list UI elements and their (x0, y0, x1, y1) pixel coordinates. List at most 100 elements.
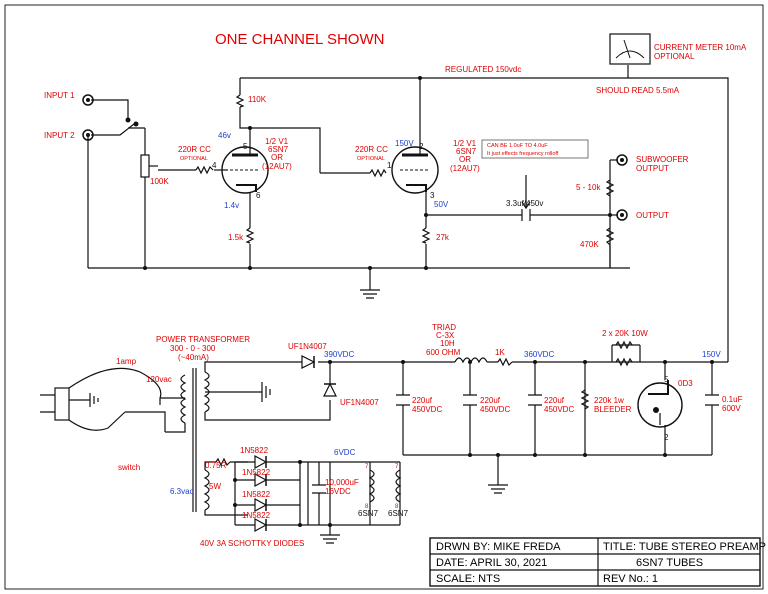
cc1-label: 220R CC (178, 145, 211, 154)
r-20k-a (615, 340, 633, 350)
schottky-label-1: 1N5822 (240, 446, 269, 455)
c2-label-b: 450VDC (480, 405, 510, 414)
cap-out-label: 3.3uf/450v (506, 199, 543, 208)
subwoofer-label-2: OUTPUT (636, 164, 669, 173)
subwoofer-label-1: SUBWOOFER (636, 155, 689, 164)
v1a-plate-voltage: 46v (218, 131, 231, 140)
v1a-name-1: 1/2 V1 (265, 137, 289, 146)
choke-label-1: TRIAD (432, 323, 456, 332)
v1a-name-4: (12AU7) (262, 162, 292, 171)
c2-label-a: 220uf (480, 396, 501, 405)
tube-a-pin8: 8 (365, 504, 369, 510)
input2-label: INPUT 2 (44, 131, 75, 140)
drawing-date: DATE: APRIL 30, 2021 (436, 557, 547, 569)
title-block-frame (429, 537, 761, 587)
r075-label: 0.75R (205, 461, 227, 470)
heater-ac-label: 6.3vac (170, 487, 194, 496)
schottky-label-2: 1N5822 (242, 468, 271, 477)
r-1-5k (245, 227, 255, 244)
input-jacks (82, 94, 139, 141)
c1-label-b: 450VDC (412, 405, 442, 414)
v1b-plate-voltage: 150V (395, 139, 414, 148)
r-drop-label: 2 x 20K 10W (602, 329, 648, 338)
od3-label: 0D3 (678, 379, 693, 388)
input1-label: INPUT 1 (44, 91, 75, 100)
r-110k (235, 94, 245, 108)
v1b-pin3: 3 (430, 191, 435, 200)
od3-pin2: 2 (664, 433, 669, 442)
bleeder-label-2: BLEEDER (594, 405, 632, 414)
fuse-label: 1amp (116, 357, 137, 366)
meter-label-1: CURRENT METER 10mA (654, 43, 747, 52)
choke-label-3: 10H (440, 339, 455, 348)
v1b-cathode-voltage: 50V (434, 200, 449, 209)
schottky-label-4: 1N5822 (242, 511, 271, 520)
heater-dc-label: 6VDC (334, 448, 356, 457)
v1a-pin6: 6 (256, 191, 261, 200)
r075-watt: 5W (209, 482, 221, 491)
sheet-border (4, 4, 764, 590)
drawing-title: TITLE: TUBE STEREO PREAMP (603, 541, 766, 553)
tube-b-pin7: 7 (395, 464, 399, 470)
pt-label-3: (~40mA) (178, 353, 209, 362)
choke-label-2: C-3X (436, 331, 455, 340)
v1a-name-3: OR (271, 153, 283, 162)
v1a-pin4: 4 (212, 161, 217, 170)
v390-label: 390VDC (324, 350, 354, 359)
r-cathode2-label: 27k (436, 233, 450, 242)
preamp-wiring (87, 65, 729, 362)
drawn-by: DRWN BY: MIKE FREDA (436, 541, 561, 553)
switch-label: switch (118, 463, 140, 472)
r-220r-cc1 (195, 165, 214, 175)
diode1-label: UF1N4007 (288, 342, 327, 351)
output-jacks (616, 154, 628, 221)
drawing-subtitle: 6SN7 TUBES (636, 557, 703, 569)
r-220r-cc2 (369, 168, 387, 178)
choke-label-4: 600 OHM (426, 348, 461, 357)
v1b-pin2: 2 (419, 142, 424, 151)
psu-components (215, 340, 719, 525)
r-plate-label: 110K (248, 95, 267, 104)
preamp-junctions (143, 76, 612, 270)
cc1-note: OPTIONAL (180, 156, 208, 162)
heater-tube-a: 6SN7 (358, 509, 379, 518)
bleeder-label-1: 220k 1w (594, 396, 624, 405)
current-meter (609, 33, 651, 65)
drawing-scale: SCALE: NTS (436, 573, 500, 585)
r-075 (215, 457, 231, 467)
heater-cap-label-2: 16VDC (325, 487, 351, 496)
regulated-label: REGULATED 150vdc (445, 65, 521, 74)
main-title: ONE CHANNEL SHOWN (215, 31, 384, 48)
note-box (481, 139, 589, 159)
r-470k (605, 227, 615, 268)
r-out-label: 470K (580, 240, 599, 249)
cap-note-line1: CAN BE 1.0uF TO 4.0uF (487, 143, 548, 149)
v1a-pin5: 5 (243, 142, 248, 151)
heater-cap-label-1: 10,000uF (325, 478, 359, 487)
meter-reading: SHOULD READ 5.5mA (596, 86, 680, 95)
meter-label-2: OPTIONAL (654, 52, 695, 61)
v360-label: 360VDC (524, 350, 554, 359)
v1b-name-3: OR (459, 155, 471, 164)
v1b-name-1: 1/2 V1 (453, 139, 477, 148)
preamp-resistors (195, 94, 615, 268)
mains-label: 120vac (146, 375, 172, 384)
r-cathode1-label: 1.5k (228, 233, 244, 242)
pot-label: 100K (150, 177, 169, 186)
pt-label-1: POWER TRANSFORMER (156, 335, 250, 344)
cap-note-line2: It just effects frequency rolloff (487, 151, 559, 157)
r-bleeder (580, 389, 590, 410)
v1a-cathode-voltage: 1.4v (224, 201, 239, 210)
od3-regulator-tube (637, 380, 683, 428)
schottky-note: 40V 3A SCHOTTKY DIODES (200, 539, 304, 548)
c4-label-a: 0.1uF (722, 395, 743, 404)
tube-a-pin7: 7 (365, 464, 369, 470)
r-1k (497, 357, 513, 367)
pt-label-2: 300 - 0 - 300 (170, 344, 216, 353)
v1b-name-2: 6SN7 (456, 147, 477, 156)
psu-junctions (233, 360, 714, 527)
schottky-label-3: 1N5822 (242, 490, 271, 499)
output-label: OUTPUT (636, 211, 669, 220)
